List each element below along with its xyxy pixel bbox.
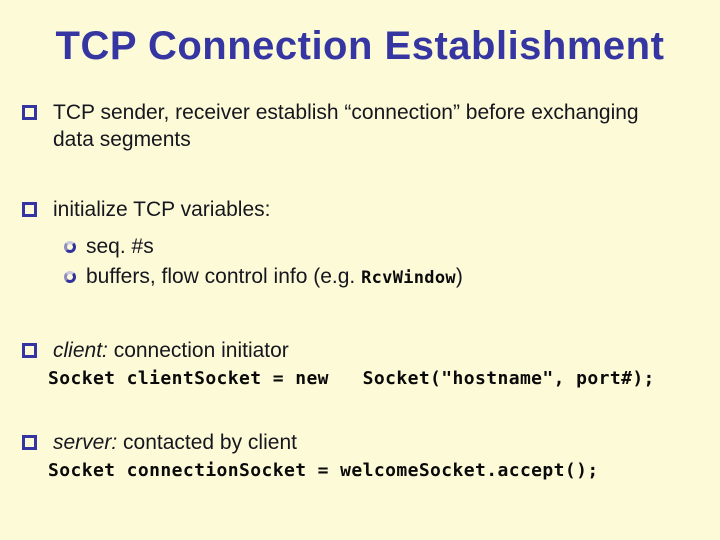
bullet-item-tcp-sender: TCP sender, receiver establish “connecti… xyxy=(22,99,663,153)
sub-bullet-text: seq. #s xyxy=(86,235,154,258)
square-bullet-icon xyxy=(22,105,37,120)
bullet-text: TCP sender, receiver establish “connecti… xyxy=(53,101,639,151)
sub-bullet-item-seq: seq. #s xyxy=(64,233,154,260)
code-line-connection-socket: Socket connectionSocket = welcomeSocket.… xyxy=(48,460,599,481)
circle-bullet-icon xyxy=(64,241,76,253)
inline-code-rcvwindow: RcvWindow xyxy=(361,268,456,288)
bullet-item-client: client: connection initiator xyxy=(22,337,289,364)
bullet-term-server: server: xyxy=(53,431,118,454)
square-bullet-icon xyxy=(22,202,37,217)
code-line-client-socket: Socket clientSocket = new Socket("hostna… xyxy=(48,368,655,389)
bullet-item-server: server: contacted by client xyxy=(22,429,297,456)
square-bullet-icon xyxy=(22,343,37,358)
circle-bullet-icon xyxy=(64,271,76,283)
bullet-term-rest: contacted by client xyxy=(117,431,297,454)
sub-bullet-text: buffers, flow control info (e.g. RcvWind… xyxy=(86,263,463,292)
bullet-text: server: contacted by client xyxy=(53,429,297,456)
bullet-text: initialize TCP variables: xyxy=(53,198,271,221)
bullet-text: client: connection initiator xyxy=(53,337,289,364)
bullet-term-client: client: xyxy=(53,339,108,362)
sub-bullet-item-buffers: buffers, flow control info (e.g. RcvWind… xyxy=(64,263,463,292)
slide-title: TCP Connection Establishment xyxy=(55,24,665,68)
sub-bullet-text-prefix: buffers, flow control info (e.g. xyxy=(86,265,362,288)
bullet-item-initialize-variables: initialize TCP variables: xyxy=(22,196,271,223)
bullet-term-rest: connection initiator xyxy=(107,339,289,362)
square-bullet-icon xyxy=(22,435,37,450)
sub-bullet-text-suffix: ) xyxy=(455,265,463,288)
